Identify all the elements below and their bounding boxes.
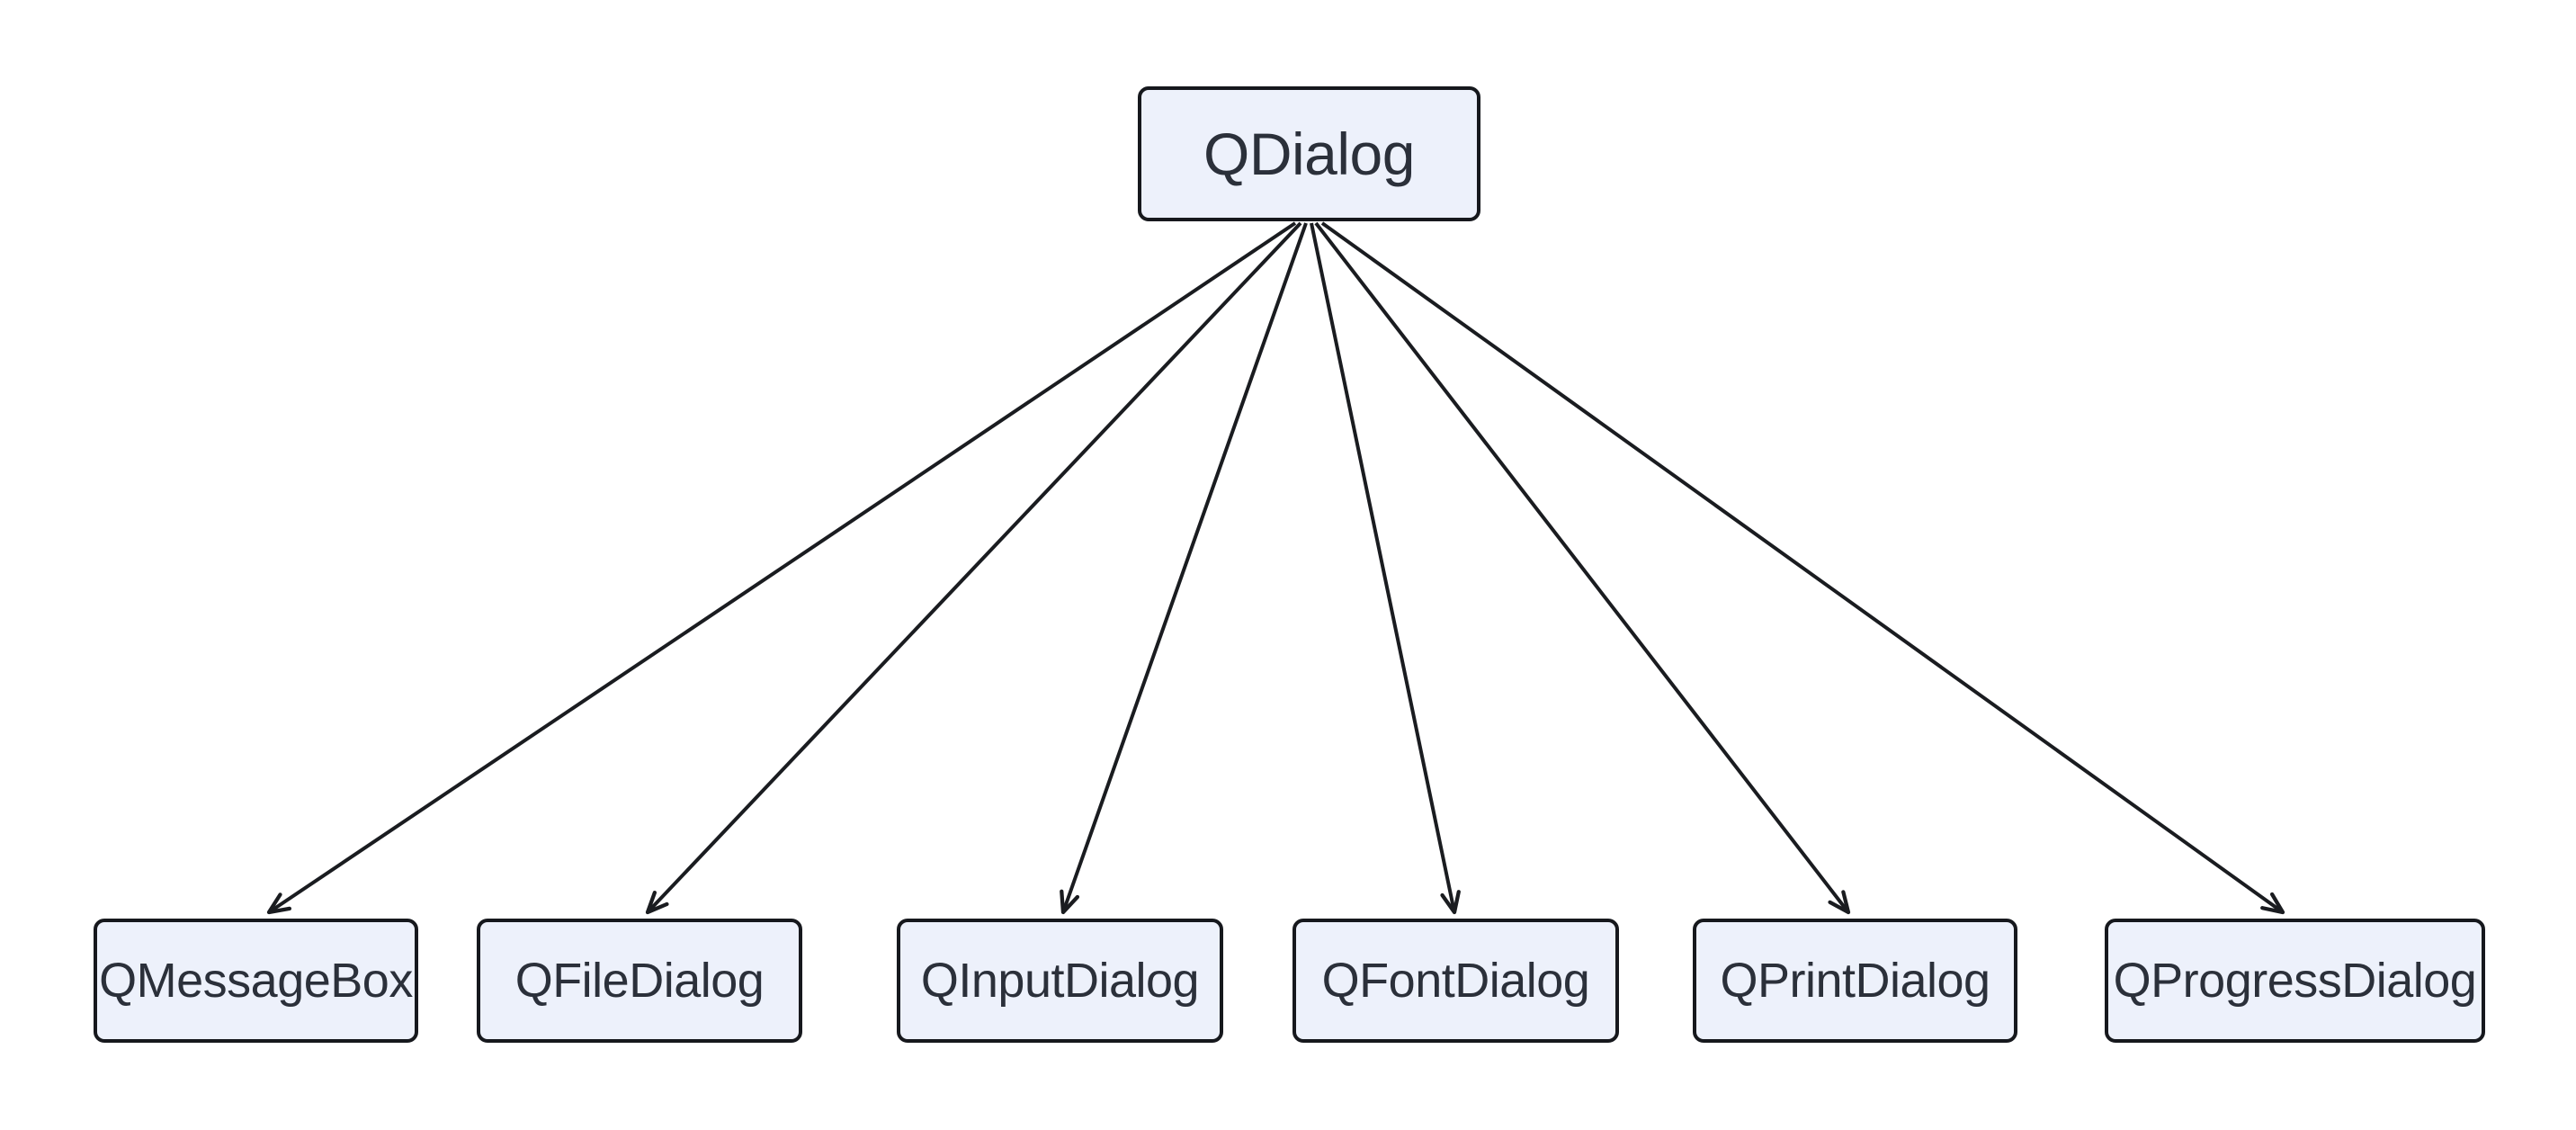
- node-qprogressdialog-label: QProgressDialog: [2113, 954, 2477, 1008]
- edge-qdialog-qmessagebox: [266, 221, 1297, 915]
- node-qinputdialog: QInputDialog: [897, 919, 1223, 1043]
- edge-qdialog-qprogressdialog: [1320, 221, 2285, 915]
- edge-qdialog-qprintdialog: [1314, 221, 1851, 915]
- edge-qdialog-qfiledialog: [645, 221, 1302, 915]
- node-qprintdialog-label: QPrintDialog: [1720, 954, 1990, 1008]
- edge-qdialog-qinputdialog: [1060, 222, 1308, 915]
- node-qdialog-label: QDialog: [1203, 121, 1415, 187]
- node-qinputdialog-label: QInputDialog: [920, 954, 1200, 1008]
- node-qfiledialog: QFileDialog: [477, 919, 802, 1043]
- node-qmessagebox: QMessageBox: [94, 919, 418, 1043]
- node-qfiledialog-label: QFileDialog: [514, 954, 765, 1008]
- node-qdialog: QDialog: [1138, 86, 1480, 221]
- node-qprogressdialog: QProgressDialog: [2105, 919, 2485, 1043]
- node-qprintdialog: QPrintDialog: [1693, 919, 2017, 1043]
- node-qmessagebox-label: QMessageBox: [99, 954, 413, 1008]
- node-qfontdialog: QFontDialog: [1292, 919, 1619, 1043]
- edge-qdialog-qfontdialog: [1310, 222, 1461, 915]
- node-qfontdialog-label: QFontDialog: [1321, 954, 1590, 1008]
